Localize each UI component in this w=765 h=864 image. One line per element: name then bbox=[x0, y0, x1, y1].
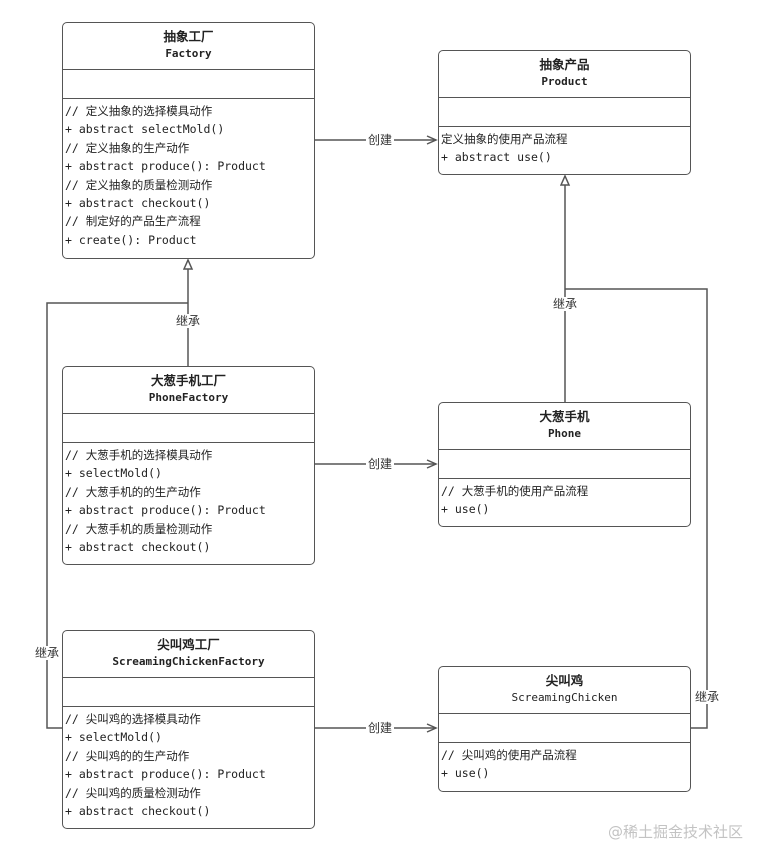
class-header: 抽象工厂 Factory bbox=[63, 23, 314, 70]
class-title: 大葱手机工厂 bbox=[150, 373, 226, 388]
class-chicken-factory: 尖叫鸡工厂 ScreamingChickenFactory // 尖叫鸡的选择模… bbox=[62, 630, 315, 829]
inherit-chickenfactory-factory-line bbox=[46, 302, 188, 729]
operation-line: + abstract selectMold() bbox=[65, 122, 225, 137]
operation-line: // 尖叫鸡的的生产动作 bbox=[65, 748, 190, 763]
create-label: 创建 bbox=[366, 133, 395, 147]
class-operations: // 定义抽象的选择模具动作 + abstract selectMold() /… bbox=[63, 99, 314, 249]
class-operations: // 大葱手机的使用产品流程 + use() bbox=[439, 479, 690, 519]
class-attributes bbox=[439, 714, 690, 743]
operation-line: + selectMold() bbox=[65, 466, 162, 481]
class-attributes bbox=[439, 450, 690, 479]
class-product: 抽象产品 Product 定义抽象的使用产品流程 + abstract use(… bbox=[438, 50, 691, 175]
operation-line: + use() bbox=[441, 502, 490, 517]
operation-line: // 定义抽象的质量检测动作 bbox=[65, 177, 213, 192]
operation-line: // 尖叫鸡的使用产品流程 bbox=[441, 748, 577, 762]
class-name: Product bbox=[541, 75, 588, 88]
class-chicken: 尖叫鸡 ScreamingChicken // 尖叫鸡的使用产品流程 + use… bbox=[438, 666, 691, 792]
create-label: 创建 bbox=[366, 457, 395, 471]
operation-line: // 尖叫鸡的质量检测动作 bbox=[65, 785, 201, 800]
operation-line: 定义抽象的使用产品流程 bbox=[441, 132, 568, 146]
class-header: 尖叫鸡工厂 ScreamingChickenFactory bbox=[63, 631, 314, 678]
operation-line: // 制定好的产品生产流程 bbox=[65, 214, 201, 229]
operation-line: + abstract produce(): Product bbox=[65, 159, 266, 174]
operation-line: + use() bbox=[441, 766, 490, 781]
class-attributes bbox=[439, 98, 690, 127]
class-attributes bbox=[63, 70, 314, 99]
inherit-label: 继承 bbox=[174, 314, 203, 328]
class-title: 大葱手机 bbox=[539, 409, 590, 424]
create-label: 创建 bbox=[366, 721, 395, 735]
class-title: 尖叫鸡 bbox=[545, 673, 584, 688]
operation-line: // 定义抽象的生产动作 bbox=[65, 140, 190, 155]
operation-line: + abstract produce(): Product bbox=[65, 503, 266, 518]
operation-line: // 大葱手机的选择模具动作 bbox=[65, 448, 213, 462]
operation-line: // 大葱手机的的生产动作 bbox=[65, 484, 201, 499]
class-header: 抽象产品 Product bbox=[439, 51, 690, 98]
operation-line: + abstract checkout() bbox=[65, 196, 211, 211]
class-header: 大葱手机工厂 PhoneFactory bbox=[63, 367, 314, 414]
class-operations: // 尖叫鸡的使用产品流程 + use() bbox=[439, 743, 690, 783]
watermark: @稀土掘金技术社区 bbox=[607, 823, 743, 841]
operation-line: + abstract checkout() bbox=[65, 540, 211, 555]
operation-line: + create(): Product bbox=[65, 232, 197, 247]
inherit-label: 继承 bbox=[693, 690, 722, 704]
class-operations: // 大葱手机的选择模具动作 + selectMold() // 大葱手机的的生… bbox=[63, 443, 314, 556]
class-header: 尖叫鸡 ScreamingChicken bbox=[439, 667, 690, 714]
class-phone: 大葱手机 Phone // 大葱手机的使用产品流程 + use() bbox=[438, 402, 691, 527]
operation-line: + selectMold() bbox=[65, 730, 162, 745]
operation-line: + abstract checkout() bbox=[65, 804, 211, 819]
class-name: Phone bbox=[547, 427, 582, 440]
inherit-chicken-product-line bbox=[565, 288, 708, 729]
class-name: ScreamingChickenFactory bbox=[112, 655, 265, 668]
class-phone-factory: 大葱手机工厂 PhoneFactory // 大葱手机的选择模具动作 + sel… bbox=[62, 366, 315, 565]
inherit-label: 继承 bbox=[551, 297, 580, 311]
class-title: 尖叫鸡工厂 bbox=[157, 637, 220, 652]
class-factory: 抽象工厂 Factory // 定义抽象的选择模具动作 + abstract s… bbox=[62, 22, 315, 259]
operation-line: // 尖叫鸡的选择模具动作 bbox=[65, 712, 201, 726]
operation-line: + abstract use() bbox=[441, 150, 552, 165]
operation-line: + abstract produce(): Product bbox=[65, 767, 266, 782]
inherit-label: 继承 bbox=[33, 646, 62, 660]
class-operations: 定义抽象的使用产品流程 + abstract use() bbox=[439, 127, 690, 167]
class-attributes bbox=[63, 678, 314, 707]
class-name: PhoneFactory bbox=[148, 391, 229, 404]
operation-line: // 定义抽象的选择模具动作 bbox=[65, 104, 213, 118]
class-name: Factory bbox=[165, 47, 212, 60]
class-title: 抽象产品 bbox=[539, 57, 590, 72]
operation-line: // 大葱手机的质量检测动作 bbox=[65, 521, 213, 536]
class-title: 抽象工厂 bbox=[163, 29, 214, 44]
operation-line: // 大葱手机的使用产品流程 bbox=[441, 484, 589, 498]
class-operations: // 尖叫鸡的选择模具动作 + selectMold() // 尖叫鸡的的生产动… bbox=[63, 707, 314, 820]
class-attributes bbox=[63, 414, 314, 443]
class-header: 大葱手机 Phone bbox=[439, 403, 690, 450]
class-name: ScreamingChicken bbox=[511, 691, 618, 704]
